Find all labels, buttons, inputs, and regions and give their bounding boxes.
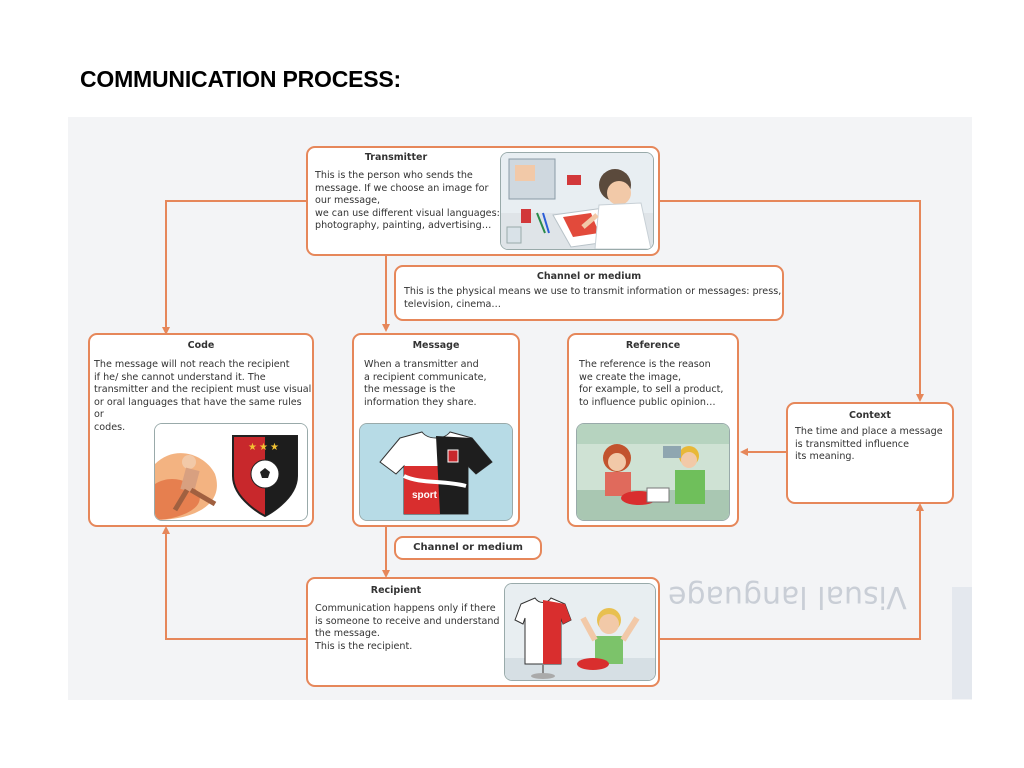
channel-top-line: This is the physical means we use to tra… [404,286,782,297]
message-heading: Message [412,340,460,351]
channel-top-box: Channel or medium This is the physical m… [394,265,784,321]
message-line: the message is the [364,384,456,396]
artist-drawing-icon [501,153,653,249]
message-box: Message When a transmitter and a recipie… [352,333,520,527]
transmitter-line: This is the person who sends the [315,170,473,181]
svg-text:★: ★ [270,442,279,453]
transmitter-line: we can use different visual languages: [315,207,500,219]
transmitter-illustration [500,152,654,250]
context-line: is transmitted influence [795,438,909,450]
transmitter-line: message. If we choose an image for [315,182,489,194]
reference-illustration [576,423,730,521]
svg-text:★: ★ [259,442,268,453]
reference-line: The reference is the reason [579,359,711,370]
context-box: Context The time and place a message is … [786,402,954,504]
code-line: The message will not reach the recipient [94,359,290,370]
code-box: Code The message will not reach the reci… [88,333,314,527]
code-line: codes. [94,421,126,433]
recipient-box: Recipient Communication happens only if … [306,577,660,687]
recipient-line: is someone to receive and understand [315,615,500,627]
message-illustration: sport [359,423,513,521]
svg-text:★: ★ [248,442,257,453]
code-illustration: ★ ★ ★ [154,423,308,521]
recipient-line: Communication happens only if there [315,603,496,614]
arrow-recipient-context [660,503,924,640]
code-line: or oral languages that have the same rul… [94,396,302,421]
transmitter-heading: Transmitter [364,152,428,163]
reference-heading: Reference [625,340,681,351]
arrow-transmitter-context [660,200,924,402]
shop-counter-icon [577,424,729,520]
channel-bottom-heading: Channel or medium [413,542,523,553]
recipient-line: This is the recipient. [315,640,413,652]
message-line: information they share. [364,396,477,408]
arrow-recipient-code [162,526,306,640]
context-line: its meaning. [795,451,855,463]
diagram-panel: Visual language Transmitter [68,117,972,700]
arrow-transmitter-code [162,200,306,335]
reference-line: to influence public opinion… [579,396,716,408]
context-heading: Context [849,410,891,421]
code-line: transmitter and the recipient must use v… [94,384,312,396]
slide-title: COMMUNICATION PROCESS: [80,66,402,92]
channel-top-line: television, cinema… [404,298,502,310]
code-heading: Code [187,340,215,351]
svg-text:sport: sport [412,490,438,501]
channel-top-heading: Channel or medium [536,271,642,282]
football-shirt-icon: sport [360,424,512,520]
connector-arrows [162,200,924,640]
message-line: a recipient communicate, [364,371,487,383]
transmitter-box: Transmitter This is the person who sends… [306,146,660,256]
context-line: The time and place a message [795,426,943,437]
watermark-band [952,587,972,699]
boy-waving-icon [505,584,655,680]
reference-box: Reference The reference is the reason we… [567,333,739,527]
recipient-heading: Recipient [370,585,422,596]
message-line: When a transmitter and [364,359,479,370]
transmitter-line: our message, [315,195,381,207]
code-line: if he/ she cannot understand it. The [94,371,266,383]
reference-line: we create the image, [579,371,682,383]
recipient-illustration [504,583,656,681]
channel-bottom-box: Channel or medium [394,536,542,560]
reference-line: for example, to sell a product, [579,384,724,396]
recipient-line: the message. [315,628,380,640]
transmitter-line: photography, painting, advertising… [315,220,492,232]
football-crest-icon: ★ ★ ★ [155,424,307,520]
